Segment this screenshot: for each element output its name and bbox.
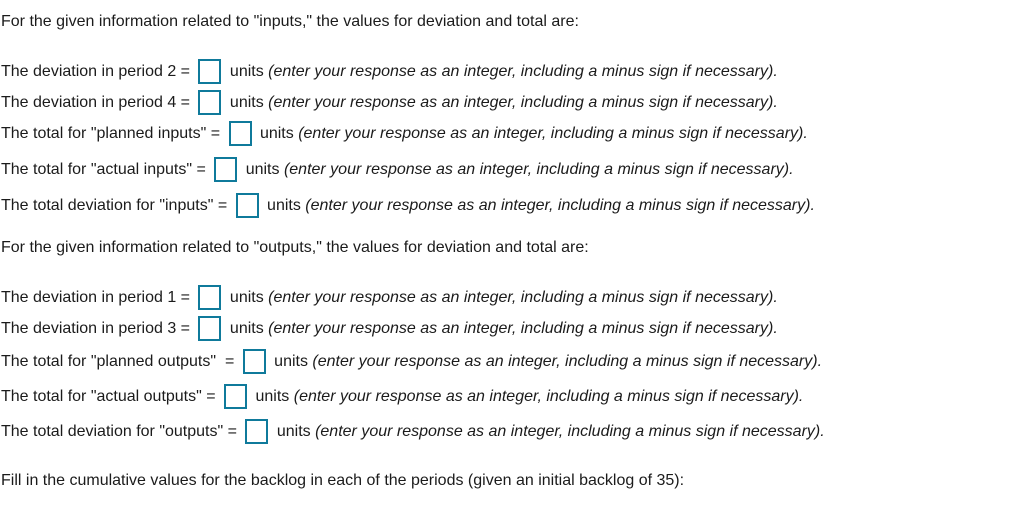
line-label: The deviation in period 3 = bbox=[1, 319, 195, 337]
deviation-period-4-input[interactable] bbox=[198, 90, 222, 115]
line-label: The total deviation for "inputs" = bbox=[1, 196, 232, 214]
response-hint: (enter your response as an integer, incl… bbox=[312, 352, 823, 370]
line-label: The total for "planned outputs" = bbox=[1, 352, 239, 370]
response-hint: (enter your response as an integer, incl… bbox=[305, 196, 815, 214]
line-label: The total for "actual outputs" = bbox=[1, 387, 221, 405]
total-actual-inputs-input[interactable] bbox=[214, 157, 238, 182]
total-deviation-outputs-input[interactable] bbox=[245, 419, 269, 444]
final-instruction: Fill in the cumulative values for the ba… bbox=[1, 472, 685, 489]
line-label: The total for "actual inputs" = bbox=[1, 160, 211, 178]
output-deviation-period-3-line: The deviation in period 3 = units (enter… bbox=[1, 316, 778, 341]
deviation-period-2-input[interactable] bbox=[198, 59, 222, 84]
total-deviation-outputs-line: The total deviation for "outputs" = unit… bbox=[1, 419, 825, 444]
response-hint: (enter your response as an integer, incl… bbox=[268, 319, 778, 337]
output-deviation-period-3-input[interactable] bbox=[198, 316, 222, 341]
line-label: The deviation in period 4 = bbox=[1, 93, 195, 111]
input-deviation-period-4-line: The deviation in period 4 = units (enter… bbox=[1, 90, 778, 115]
total-planned-inputs-line: The total for "planned inputs" = units (… bbox=[1, 121, 808, 146]
input-deviation-period-2-line: The deviation in period 2 = units (enter… bbox=[1, 59, 778, 84]
line-label: The total for "planned inputs" = bbox=[1, 124, 225, 142]
output-deviation-period-1-line: The deviation in period 1 = units (enter… bbox=[1, 285, 778, 310]
response-hint: (enter your response as an integer, incl… bbox=[298, 124, 808, 142]
units-label: units bbox=[225, 288, 269, 306]
units-label: units bbox=[225, 93, 269, 111]
units-label: units bbox=[269, 352, 313, 370]
total-actual-outputs-line: The total for "actual outputs" = units (… bbox=[1, 384, 803, 409]
units-label: units bbox=[251, 387, 294, 405]
response-hint: (enter your response as an integer, incl… bbox=[268, 62, 778, 80]
response-hint: (enter your response as an integer, incl… bbox=[268, 93, 778, 111]
response-hint: (enter your response as an integer, incl… bbox=[268, 288, 778, 306]
response-hint: (enter your response as an integer, incl… bbox=[315, 422, 825, 440]
line-label: The deviation in period 1 = bbox=[1, 288, 195, 306]
total-planned-inputs-input[interactable] bbox=[228, 121, 252, 146]
units-label: units bbox=[262, 196, 306, 214]
total-planned-outputs-input[interactable] bbox=[242, 349, 266, 374]
units-label: units bbox=[225, 319, 269, 337]
total-planned-outputs-line: The total for "planned outputs" = units … bbox=[1, 349, 822, 374]
total-actual-outputs-input[interactable] bbox=[224, 384, 248, 409]
response-hint: (enter your response as an integer, incl… bbox=[293, 387, 804, 405]
units-label: units bbox=[272, 422, 316, 440]
line-label: The deviation in period 2 = bbox=[1, 62, 195, 80]
inputs-section-intro: For the given information related to "in… bbox=[1, 13, 579, 30]
total-deviation-inputs-input[interactable] bbox=[235, 193, 259, 218]
line-label: The total deviation for "outputs" = bbox=[1, 422, 242, 440]
units-label: units bbox=[255, 124, 299, 142]
units-label: units bbox=[241, 160, 284, 178]
units-label: units bbox=[225, 62, 269, 80]
total-deviation-inputs-line: The total deviation for "inputs" = units… bbox=[1, 193, 815, 218]
output-deviation-period-1-input[interactable] bbox=[198, 285, 222, 310]
outputs-section-intro: For the given information related to "ou… bbox=[1, 239, 589, 256]
total-actual-inputs-line: The total for "actual inputs" = units (e… bbox=[1, 157, 794, 182]
response-hint: (enter your response as an integer, incl… bbox=[283, 160, 794, 178]
